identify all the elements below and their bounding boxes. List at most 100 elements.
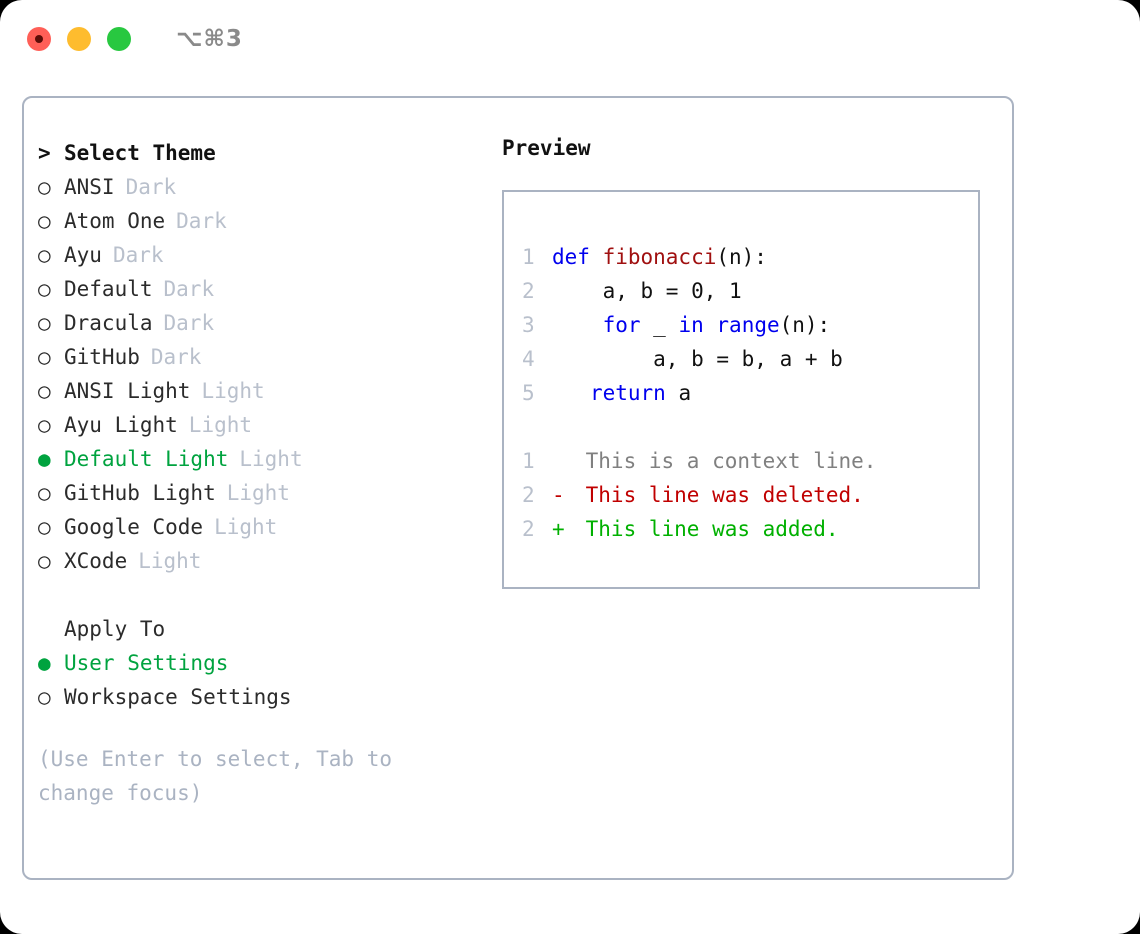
code-token: a [665, 381, 692, 405]
radio-unselected-icon[interactable]: ○ [38, 549, 51, 573]
code-line: 2 a, b = 0, 1 [522, 274, 876, 308]
code-token [552, 376, 590, 410]
minimize-button[interactable] [67, 27, 91, 51]
theme-category-tag: Light [239, 447, 303, 471]
theme-category-tag: Light [188, 413, 253, 437]
radio-unselected-icon[interactable]: ○ [38, 345, 51, 369]
radio-selected-icon[interactable]: ● [38, 651, 51, 675]
theme-option-row[interactable]: ○ GitHub Light Light [38, 476, 488, 510]
theme-option-row[interactable]: ○ Ayu Dark [38, 238, 488, 272]
theme-option-row[interactable]: ○ ANSI Light Light [38, 374, 488, 408]
code-line: 3 for _ in range(n): [522, 308, 876, 342]
theme-category-tag: Dark [112, 243, 164, 267]
theme-option-row[interactable]: ○ Dracula Dark [38, 306, 488, 340]
apply-to-options-list: ●User Settings ○ Workspace Settings [38, 646, 488, 714]
code-token: _ [640, 313, 679, 337]
theme-name: Ayu [64, 243, 102, 267]
code-line: 1 def fibonacci(n): [522, 240, 876, 274]
traffic-lights [27, 27, 131, 51]
code-token: (n): [716, 245, 767, 269]
radio-unselected-icon[interactable]: ○ [38, 209, 51, 233]
code-token: a, b = 0, 1 [552, 279, 742, 303]
theme-category-tag: Light [201, 379, 265, 403]
theme-name: ANSI [64, 175, 115, 199]
theme-name: GitHub [64, 345, 140, 369]
code-token: (n): [779, 313, 831, 337]
diff-text: This line was added. [573, 517, 839, 541]
line-number: 1 [522, 245, 535, 269]
line-number: 4 [522, 347, 535, 371]
code-token: fibonacci [602, 245, 717, 269]
radio-unselected-icon[interactable]: ○ [38, 277, 51, 301]
theme-category-tag: Dark [150, 345, 202, 369]
apply-to-header: Apply To [38, 612, 488, 646]
line-number: 5 [522, 381, 535, 405]
radio-selected-icon[interactable]: ● [38, 447, 51, 471]
radio-unselected-icon[interactable]: ○ [38, 175, 51, 199]
preview-title: Preview [502, 136, 591, 160]
theme-name: Dracula [64, 311, 153, 335]
apply-to-title: Apply To [64, 617, 166, 641]
line-number: 2 [522, 517, 535, 541]
radio-unselected-icon[interactable]: ○ [38, 243, 51, 267]
title-bar: ⌥⌘3 [0, 0, 1140, 78]
select-theme-title: Select Theme [64, 141, 216, 165]
select-theme-header: > Select Theme [38, 136, 488, 170]
theme-option-row[interactable]: ○ XCode Light [38, 544, 488, 578]
theme-option-row[interactable]: ● Default Light Light [38, 442, 488, 476]
theme-name: Default Light [64, 447, 229, 471]
radio-unselected-icon[interactable]: ○ [38, 379, 51, 403]
line-number: 3 [522, 313, 535, 337]
apply-to-option-row[interactable]: ○ Workspace Settings [38, 680, 488, 714]
code-token [704, 308, 717, 342]
diff-marker: + [552, 517, 565, 541]
theme-category-tag: Dark [125, 175, 177, 199]
zoom-button[interactable] [107, 27, 131, 51]
theme-category-tag: Dark [163, 277, 215, 301]
diff-line: 2- This line was deleted. [522, 478, 876, 512]
code-line: 5 return a [522, 376, 876, 410]
code-token: range [716, 313, 780, 337]
close-button[interactable] [27, 27, 51, 51]
theme-category-tag: Light [138, 549, 202, 573]
radio-unselected-icon[interactable]: ○ [38, 515, 51, 539]
theme-name: Atom One [64, 209, 166, 233]
theme-name: GitHub Light [64, 481, 216, 505]
apply-to-option-row[interactable]: ●User Settings [38, 646, 488, 680]
code-token: a, b = b, a + b [552, 347, 843, 371]
diff-text: This line was deleted. [573, 483, 864, 507]
theme-option-row[interactable]: ○ Atom One Dark [38, 204, 488, 238]
radio-unselected-icon[interactable]: ○ [38, 311, 51, 335]
diff-text: This is a context line. [573, 449, 877, 473]
theme-category-tag: Dark [176, 209, 227, 233]
theme-name: XCode [64, 549, 128, 573]
theme-option-row[interactable]: ○ ANSI Dark [38, 170, 488, 204]
caret-icon: > [38, 141, 51, 165]
line-number: 2 [522, 483, 535, 507]
theme-name: ANSI Light [64, 379, 191, 403]
radio-unselected-icon[interactable]: ○ [38, 685, 51, 709]
radio-unselected-icon[interactable]: ○ [38, 413, 51, 437]
line-number: 1 [522, 449, 535, 473]
code-line: 4 a, b = b, a + b [522, 342, 876, 376]
theme-category-tag: Light [226, 481, 290, 505]
theme-category-tag: Light [214, 515, 278, 539]
code-token: def [552, 245, 603, 269]
apply-to-option-label: Workspace Settings [64, 685, 292, 709]
keyboard-hint-text: (Use Enter to select, Tab to change focu… [38, 747, 393, 805]
code-token: in [678, 313, 704, 337]
keyboard-shortcut-label: ⌥⌘3 [176, 26, 243, 52]
theme-option-row[interactable]: ○ GitHub Dark [38, 340, 488, 374]
code-blank-line [522, 410, 876, 444]
radio-unselected-icon[interactable]: ○ [38, 481, 51, 505]
theme-category-tag: Dark [163, 311, 215, 335]
diff-line: 1 This is a context line. [522, 444, 876, 478]
